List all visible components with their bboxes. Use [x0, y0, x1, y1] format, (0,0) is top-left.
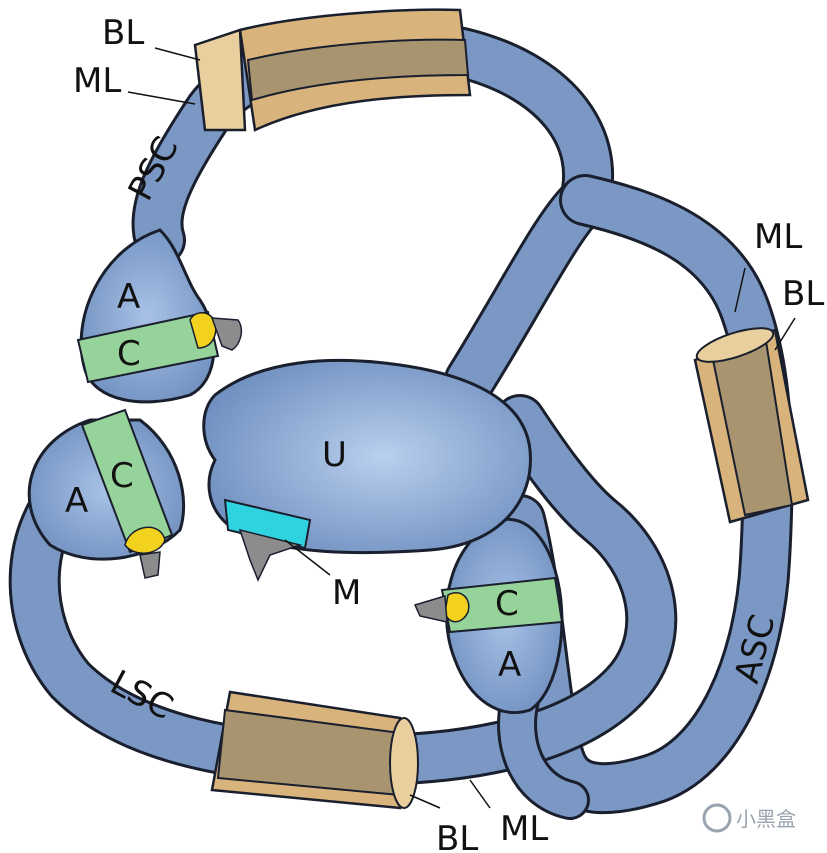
leader-lines [127, 47, 796, 809]
label-bl-top: BL [102, 13, 144, 53]
label-a-asc: A [498, 645, 521, 685]
label-a-psc: A [117, 277, 140, 317]
label-ml-bottom: ML [500, 809, 548, 849]
bony-sleeve-bottom [210, 690, 419, 810]
watermark-text: 小黑盒 [736, 807, 796, 831]
crista-band-lsc [80, 408, 174, 579]
label-c-lsc: C [110, 456, 134, 496]
bony-sleeve-top [193, 8, 472, 132]
label-u: U [322, 435, 347, 475]
watermark: 小黑盒 [702, 803, 796, 833]
bony-sleeve-right [693, 327, 810, 524]
heybox-logo-icon [702, 803, 732, 833]
macula [223, 498, 312, 582]
label-c-asc: C [495, 584, 519, 624]
label-a-lsc: A [65, 481, 88, 521]
label-ml-right: ML [754, 217, 802, 257]
label-ml-top: ML [73, 61, 121, 101]
label-m: M [332, 573, 361, 613]
crista-band-psc [76, 310, 243, 384]
utricle [202, 358, 532, 555]
label-bl-bottom: BL [436, 819, 478, 853]
label-bl-right: BL [782, 274, 824, 314]
membranous-ducts [8, 19, 794, 820]
crista-band-asc [413, 576, 564, 634]
label-c-psc: C [117, 334, 141, 374]
